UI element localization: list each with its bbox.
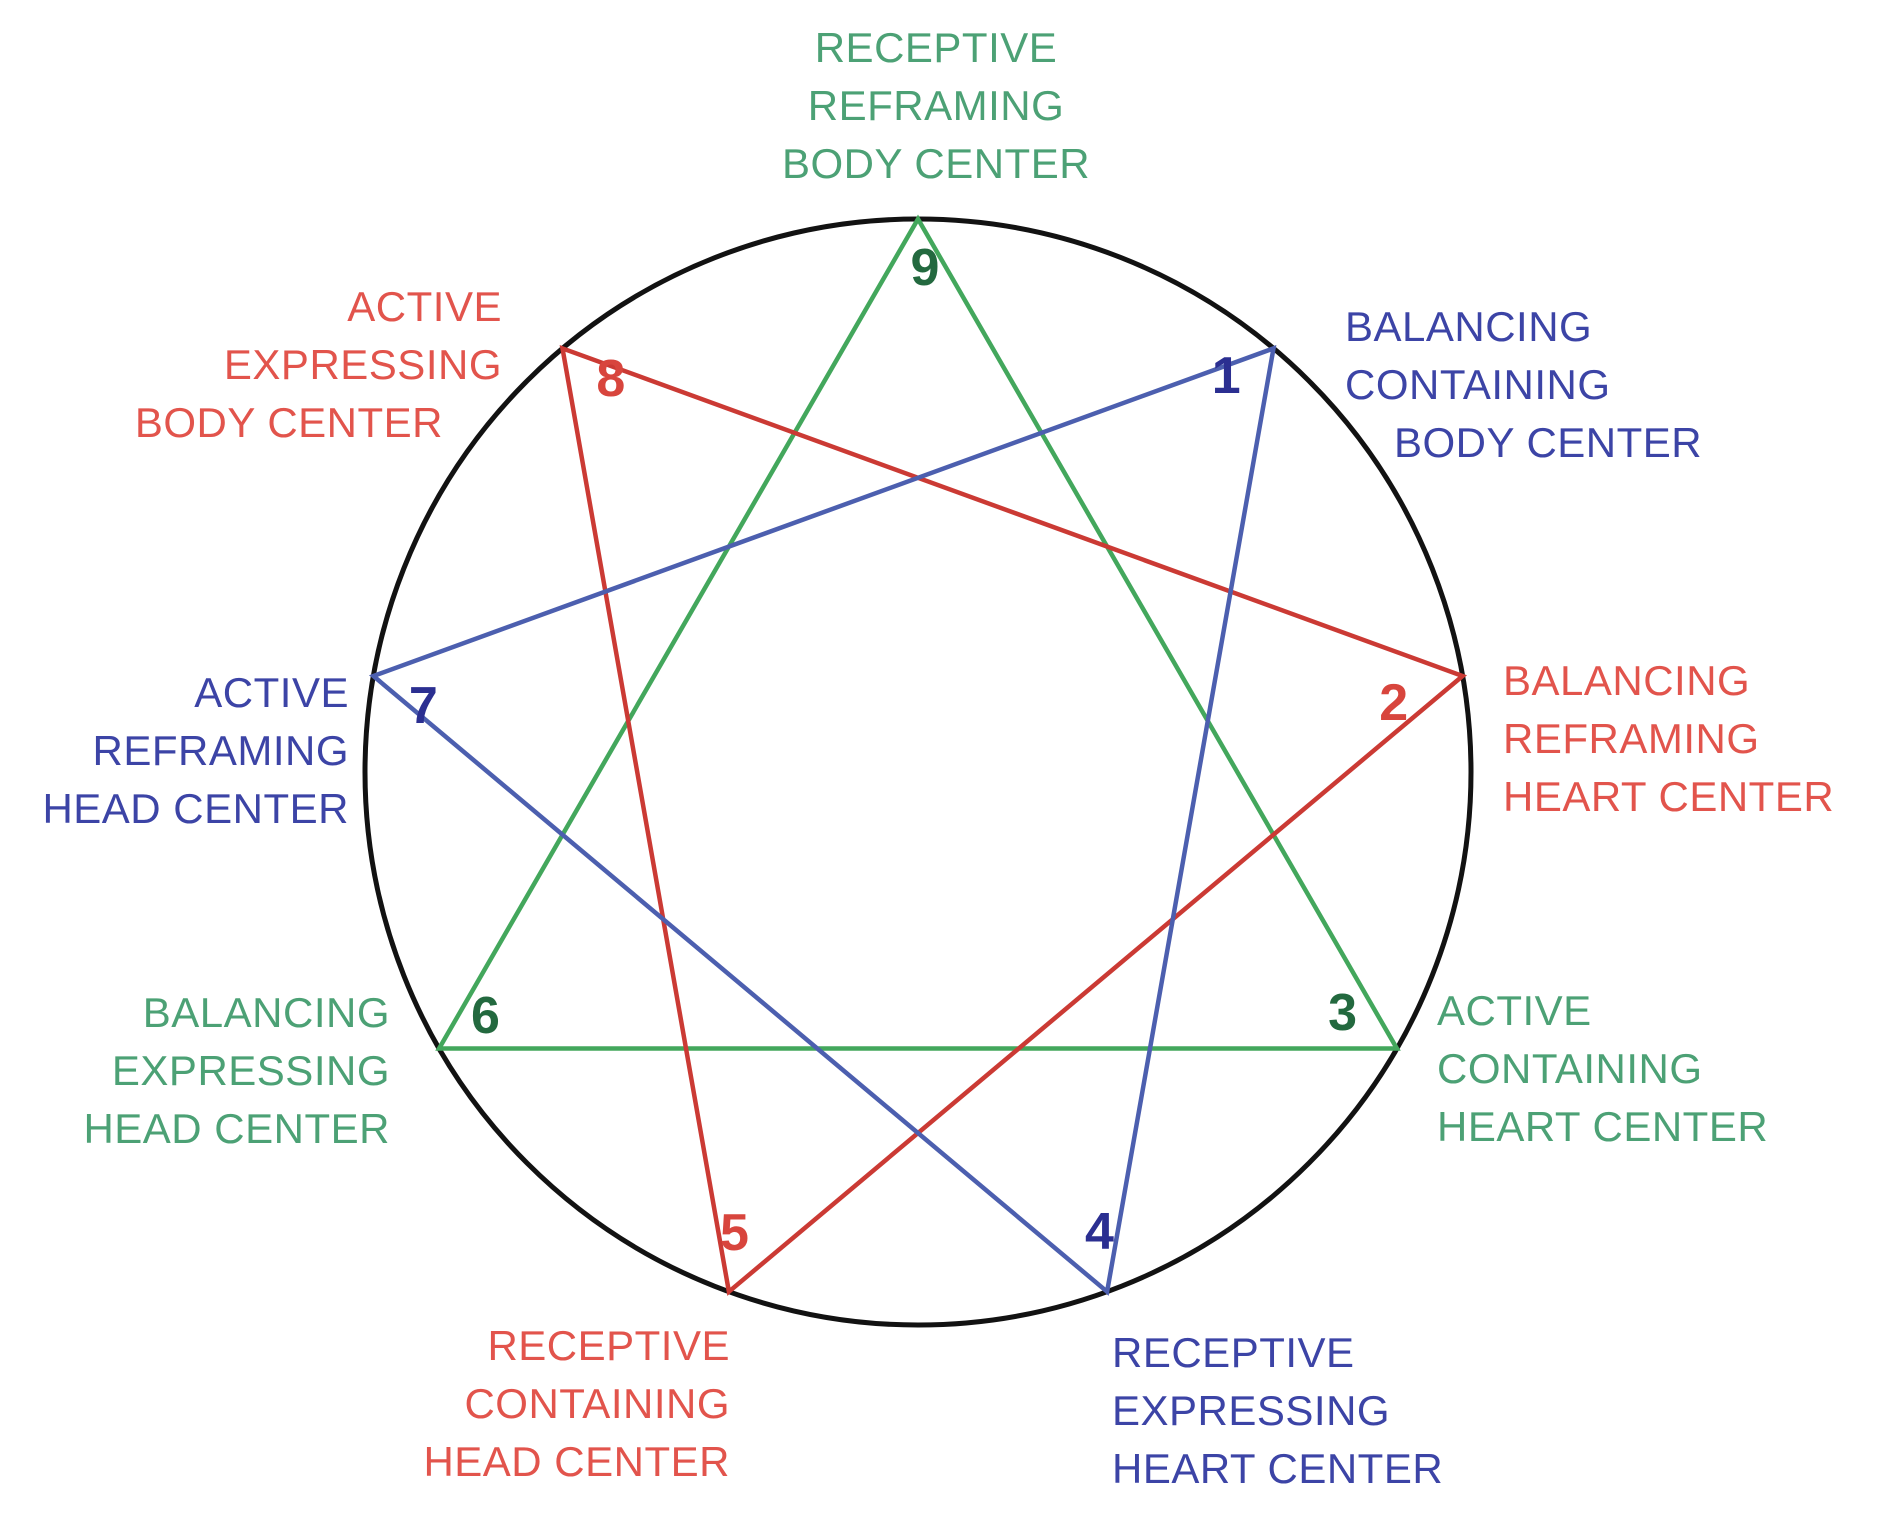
- point-4-label: RECEPTIVE EXPRESSING HEART CENTER: [1112, 1324, 1443, 1498]
- point-2-label-line-3: HEART CENTER: [1503, 773, 1835, 820]
- outer-circle: [362, 216, 1474, 1328]
- triangle-blue: [368, 344, 1277, 1296]
- point-7-label-line-3: HEAD CENTER: [42, 785, 349, 832]
- point-1-label: BALANCING CONTAINING BODY CENTER: [1345, 298, 1702, 472]
- point-4-number: 4: [1085, 1202, 1114, 1261]
- point-9-label-line-2: REFRAMING: [807, 82, 1065, 129]
- point-6-label-line-3: HEAD CENTER: [83, 1105, 390, 1152]
- point-5-label-line-2: CONTAINING: [464, 1380, 730, 1427]
- point-1-label-line-1: BALANCING: [1345, 303, 1593, 350]
- point-6-number: 6: [470, 986, 500, 1045]
- point-9-number: 9: [910, 239, 940, 297]
- point-1-label-line-2: CONTAINING: [1345, 361, 1611, 408]
- point-1-label-line-3: BODY CENTER: [1394, 419, 1703, 466]
- point-8-label-line-1: ACTIVE: [347, 283, 502, 330]
- point-3-label-line-2: CONTAINING: [1437, 1045, 1703, 1092]
- point-1-number: 1: [1211, 346, 1241, 405]
- point-5-label-line-1: RECEPTIVE: [487, 1322, 730, 1369]
- point-8-label-line-2: EXPRESSING: [223, 341, 502, 388]
- triangle-red: [559, 344, 1468, 1296]
- point-8-number: 8: [596, 349, 626, 408]
- triangle-green: [435, 214, 1401, 1051]
- point-3-label: ACTIVE CONTAINING HEART CENTER: [1437, 982, 1768, 1156]
- point-9-label-line-1: RECEPTIVE: [814, 24, 1058, 71]
- point-9-label: RECEPTIVE REFRAMING BODY CENTER: [636, 19, 1236, 193]
- point-5-number: 5: [720, 1203, 749, 1262]
- point-6-label-line-1: BALANCING: [142, 989, 390, 1036]
- point-7-label-line-1: ACTIVE: [194, 669, 349, 716]
- point-6-label-line-2: EXPRESSING: [111, 1047, 390, 1094]
- point-6-label: BALANCING EXPRESSING HEAD CENTER: [83, 984, 390, 1158]
- point-3-number: 3: [1328, 983, 1358, 1042]
- point-8-label: ACTIVE EXPRESSING BODY CENTER: [135, 278, 502, 452]
- point-2-number: 2: [1379, 674, 1409, 733]
- point-7-label-line-2: REFRAMING: [92, 727, 349, 774]
- point-2-label-line-1: BALANCING: [1503, 657, 1751, 704]
- point-4-label-line-2: EXPRESSING: [1112, 1387, 1391, 1434]
- point-7-label: ACTIVE REFRAMING HEAD CENTER: [42, 664, 349, 838]
- point-4-label-line-3: HEART CENTER: [1112, 1445, 1444, 1492]
- point-3-label-line-3: HEART CENTER: [1437, 1103, 1769, 1150]
- point-9-label-line-3: BODY CENTER: [781, 140, 1091, 187]
- point-3-label-line-1: ACTIVE: [1437, 987, 1592, 1034]
- point-5-label: RECEPTIVE CONTAINING HEAD CENTER: [423, 1317, 730, 1491]
- point-4-label-line-1: RECEPTIVE: [1112, 1329, 1355, 1376]
- point-7-number: 7: [408, 677, 438, 736]
- point-2-label-line-2: REFRAMING: [1503, 715, 1760, 762]
- point-5-label-line-3: HEAD CENTER: [423, 1438, 730, 1485]
- point-8-label-line-3: BODY CENTER: [134, 399, 443, 446]
- point-2-label: BALANCING REFRAMING HEART CENTER: [1503, 652, 1834, 826]
